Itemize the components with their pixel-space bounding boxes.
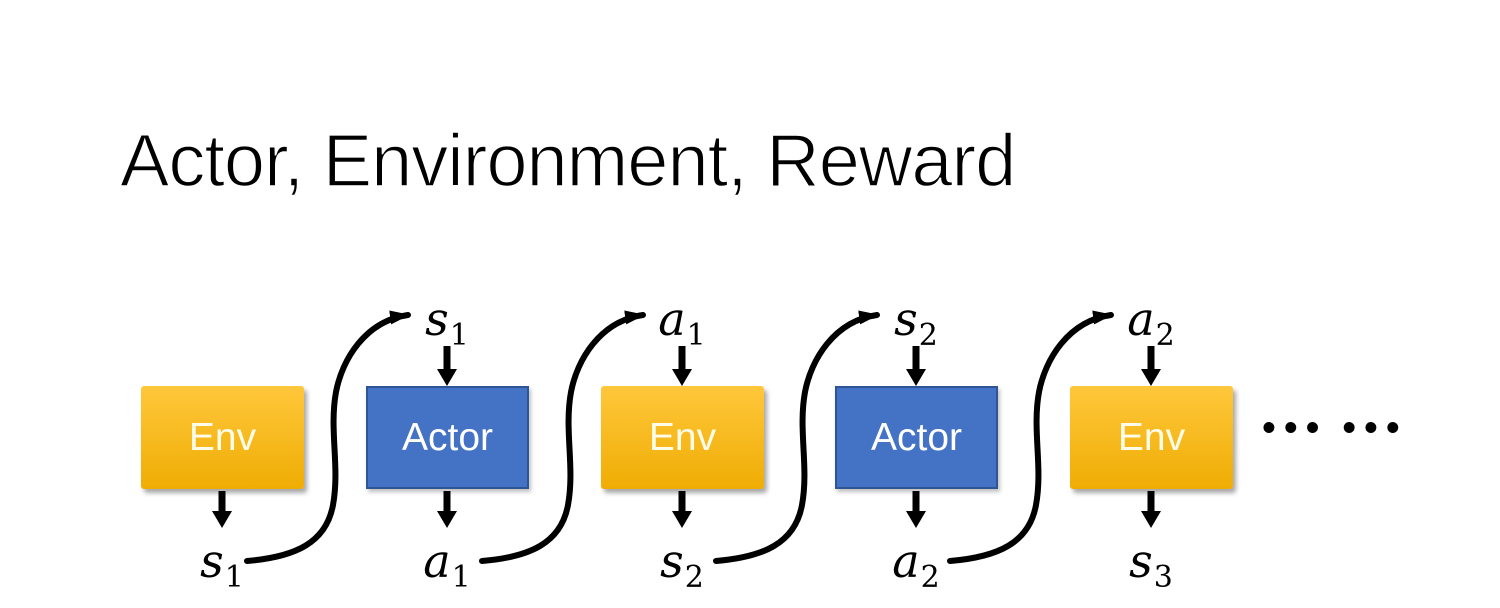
top-label-a1: a1 [658, 292, 706, 353]
output-arrow-env1-to-s1 [212, 491, 232, 528]
env-box-3: Env [1070, 386, 1233, 489]
bottom-label-s1: s1 [200, 534, 244, 595]
actor-box-1: Actor [366, 386, 529, 489]
actor-box-1-label: Actor [401, 415, 494, 459]
output-arrow-actor1-to-a1 [437, 491, 457, 528]
bottom-label-a2: a2 [892, 534, 940, 595]
top-label-s2: s2 [894, 292, 938, 353]
top-label-s1: s1 [425, 292, 469, 353]
bottom-label-a1: a1 [423, 534, 471, 595]
output-arrow-env2-to-s2 [672, 491, 692, 528]
actor-box-2: Actor [835, 386, 998, 489]
top-label-a2: a2 [1127, 292, 1175, 353]
env-box-2-label: Env [648, 415, 717, 459]
bottom-label-s3: s3 [1129, 534, 1173, 595]
output-arrow-actor2-to-a2 [906, 491, 926, 528]
output-arrow-env3-to-s3 [1141, 491, 1161, 528]
env-box-2: Env [601, 386, 764, 489]
page-title: Actor, Environment, Reward [119, 119, 1017, 202]
continuation-ellipsis: ••• ••• [1259, 411, 1405, 447]
actor-box-2-label: Actor [870, 415, 963, 459]
env-box-3-label: Env [1117, 415, 1186, 459]
bottom-label-s2: s2 [660, 534, 704, 595]
env-box-1: Env [141, 386, 304, 489]
env-box-1-label: Env [188, 415, 257, 459]
